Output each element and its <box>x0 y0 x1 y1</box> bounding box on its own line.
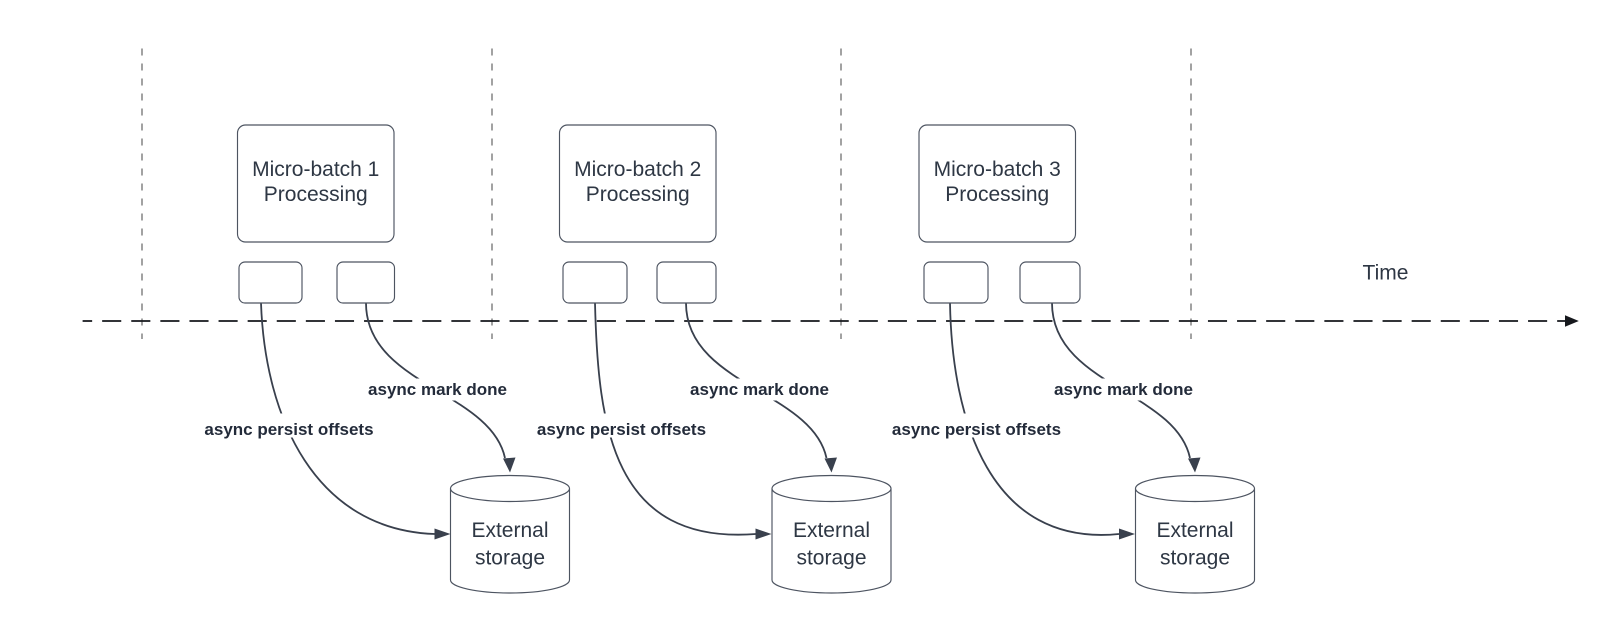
svg-text:async mark done: async mark done <box>690 380 829 399</box>
svg-text:storage: storage <box>1160 547 1230 570</box>
svg-text:Micro-batch 1: Micro-batch 1 <box>252 158 379 181</box>
svg-text:async persist offsets: async persist offsets <box>204 420 373 439</box>
svg-text:External: External <box>1156 519 1233 542</box>
svg-text:async persist offsets: async persist offsets <box>892 420 1061 439</box>
svg-text:Processing: Processing <box>264 183 368 206</box>
svg-text:async persist offsets: async persist offsets <box>537 420 706 439</box>
svg-text:Processing: Processing <box>586 183 690 206</box>
svg-text:Micro-batch 2: Micro-batch 2 <box>574 158 701 181</box>
svg-text:async mark done: async mark done <box>1054 380 1193 399</box>
svg-text:Micro-batch 3: Micro-batch 3 <box>934 158 1061 181</box>
svg-text:storage: storage <box>475 547 545 570</box>
svg-text:External: External <box>471 519 548 542</box>
svg-text:Processing: Processing <box>945 183 1049 206</box>
svg-text:async mark done: async mark done <box>368 380 507 399</box>
svg-text:External: External <box>793 519 870 542</box>
svg-text:Time: Time <box>1363 262 1409 285</box>
svg-text:storage: storage <box>796 547 866 570</box>
